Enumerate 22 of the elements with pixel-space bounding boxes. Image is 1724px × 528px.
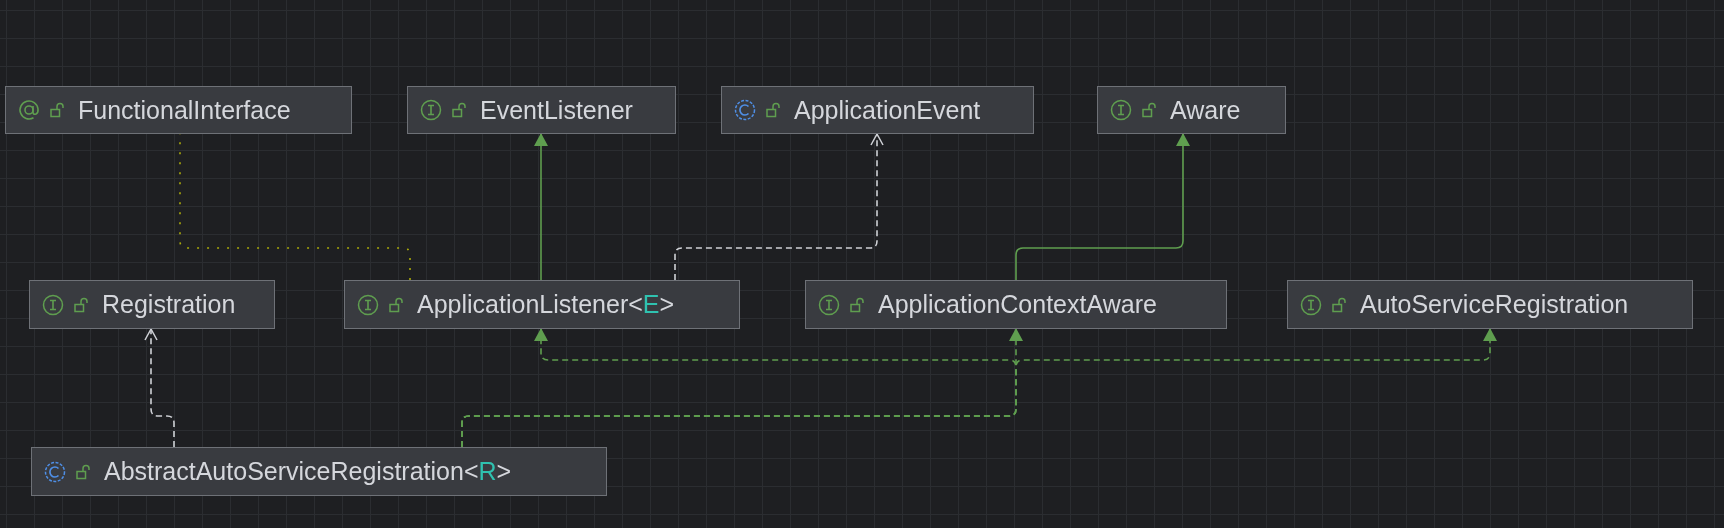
class-box <box>1287 280 1693 329</box>
class-name: ApplicationContextAware <box>878 290 1157 319</box>
class-name: AbstractAutoServiceRegistration<R> <box>104 457 512 486</box>
class-box <box>407 86 676 134</box>
class-box <box>721 86 1034 134</box>
class-box <box>344 280 740 329</box>
arrow <box>1015 133 1190 281</box>
class-name: Aware <box>1170 95 1241 125</box>
class-name: ApplicationEvent <box>794 95 981 125</box>
class-box <box>31 447 607 496</box>
class-name: FunctionalInterface <box>78 95 291 125</box>
class-box <box>805 280 1227 329</box>
class-box <box>29 280 275 329</box>
class-name: AutoServiceRegistration <box>1360 290 1629 319</box>
class-name: EventListener <box>480 95 633 125</box>
class-box <box>5 86 352 134</box>
class-name: Registration <box>102 290 236 319</box>
arrow <box>534 133 548 281</box>
class-box <box>1097 86 1286 134</box>
arrow <box>144 328 175 448</box>
class-name: ApplicationListener<E> <box>417 290 675 319</box>
arrow <box>674 133 884 281</box>
